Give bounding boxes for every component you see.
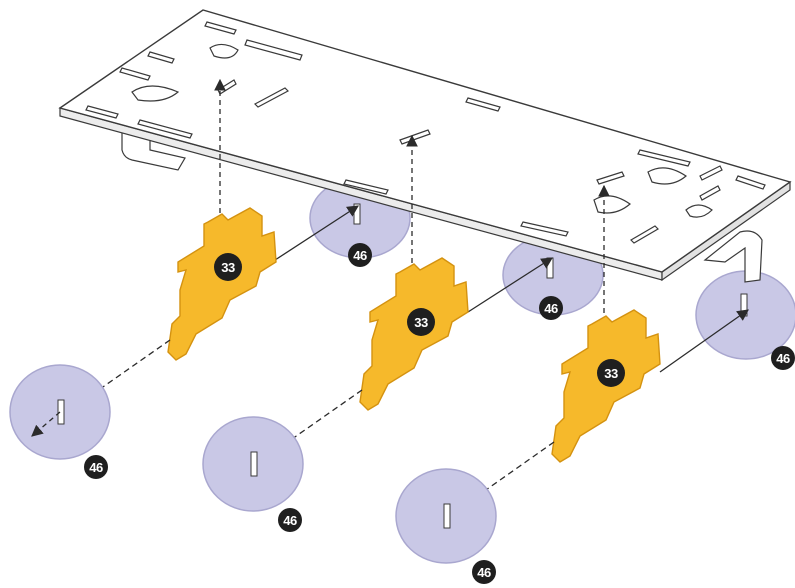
insertion-arrows-up (214, 78, 610, 322)
front-disc-3: 46 (395, 468, 497, 584)
disc-part-number: 46 (283, 513, 297, 528)
disc-label-badge: 46 (771, 346, 795, 370)
disc-label-badge: 46 (472, 560, 496, 584)
disc-label-badge: 46 (84, 455, 108, 479)
bracket-left: 33 (167, 207, 277, 361)
base-board (58, 9, 792, 283)
bracket-right: 33 (551, 309, 661, 463)
front-disc-2: 46 (202, 416, 304, 532)
disc-part-number: 46 (776, 351, 790, 366)
bracket-part-number: 33 (414, 315, 428, 330)
bracket-label-badge: 33 (214, 253, 242, 281)
disc-label-badge: 46 (539, 296, 563, 320)
disc-label-badge: 46 (348, 243, 372, 267)
back-disc-3: 46 (695, 270, 795, 370)
disc-part-number: 46 (353, 248, 367, 263)
bracket-part-number: 33 (221, 260, 235, 275)
bracket-part-number: 33 (604, 366, 618, 381)
disc-part-number: 46 (89, 460, 103, 475)
bracket-label-badge: 33 (407, 308, 435, 336)
insertion-arrows-back (271, 205, 749, 373)
disc-part-number: 46 (477, 565, 491, 580)
front-disc-1: 46 (9, 364, 111, 479)
bracket-label-badge: 33 (597, 359, 625, 387)
disc-part-number: 46 (544, 301, 558, 316)
board-cutouts (85, 21, 766, 244)
disc-label-badge: 46 (278, 508, 302, 532)
bracket-middle: 33 (359, 257, 469, 411)
